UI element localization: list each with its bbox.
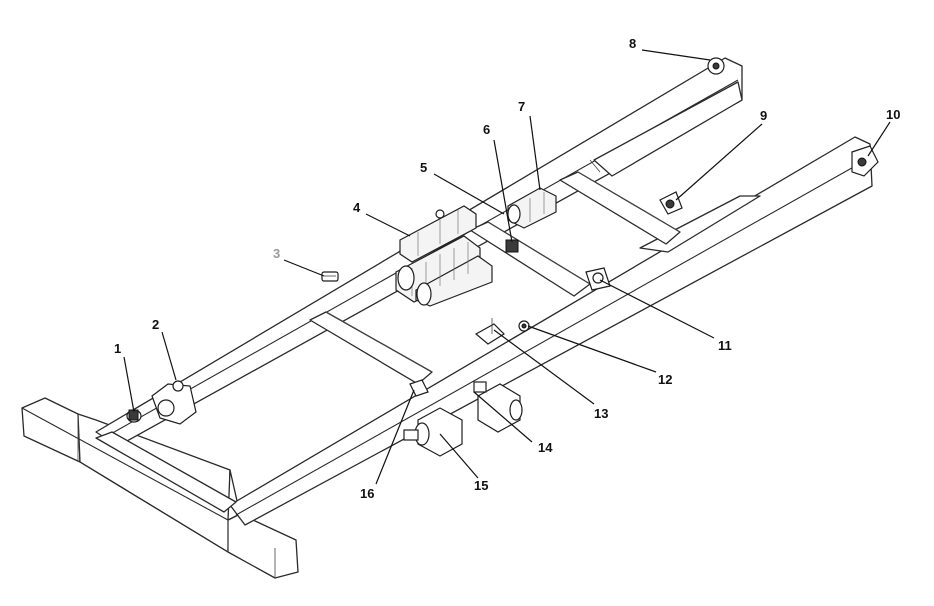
leader-lines — [123, 49, 891, 485]
component-3-valve — [321, 271, 339, 282]
front-bumper — [21, 397, 299, 579]
component-16-valve — [409, 379, 429, 397]
callout-13: 13 — [594, 406, 608, 421]
callout-15: 15 — [474, 478, 488, 493]
callout-11: 11 — [718, 338, 732, 353]
callout-4: 4 — [353, 200, 361, 215]
component-2-compressor — [151, 380, 197, 425]
callout-10: 10 — [886, 107, 900, 122]
component-8-brake — [707, 57, 725, 75]
callout-8: 8 — [629, 36, 636, 51]
component-10-brake — [851, 145, 879, 177]
callout-16: 16 — [360, 486, 374, 501]
callout-9: 9 — [760, 108, 767, 123]
component-15-brake-chamber — [403, 407, 463, 457]
cross-members — [95, 171, 681, 513]
component-9-brake — [659, 191, 683, 215]
callout-5: 5 — [420, 160, 427, 175]
callout-12: 12 — [658, 372, 672, 387]
component-4-air-tank — [399, 205, 477, 263]
callout-2: 2 — [152, 317, 159, 332]
callout-1: 1 — [114, 341, 121, 356]
component-11-valve — [585, 267, 611, 291]
callout-3: 3 — [273, 246, 280, 261]
component-12-fitting — [518, 320, 530, 332]
callout-6: 6 — [483, 122, 490, 137]
air-tanks-group — [395, 235, 493, 307]
callout-14: 14 — [538, 440, 553, 455]
component-14-brake-chamber — [473, 381, 523, 433]
callout-7: 7 — [518, 99, 525, 114]
component-13-valve — [474, 318, 505, 345]
component-1-valve — [126, 409, 142, 423]
